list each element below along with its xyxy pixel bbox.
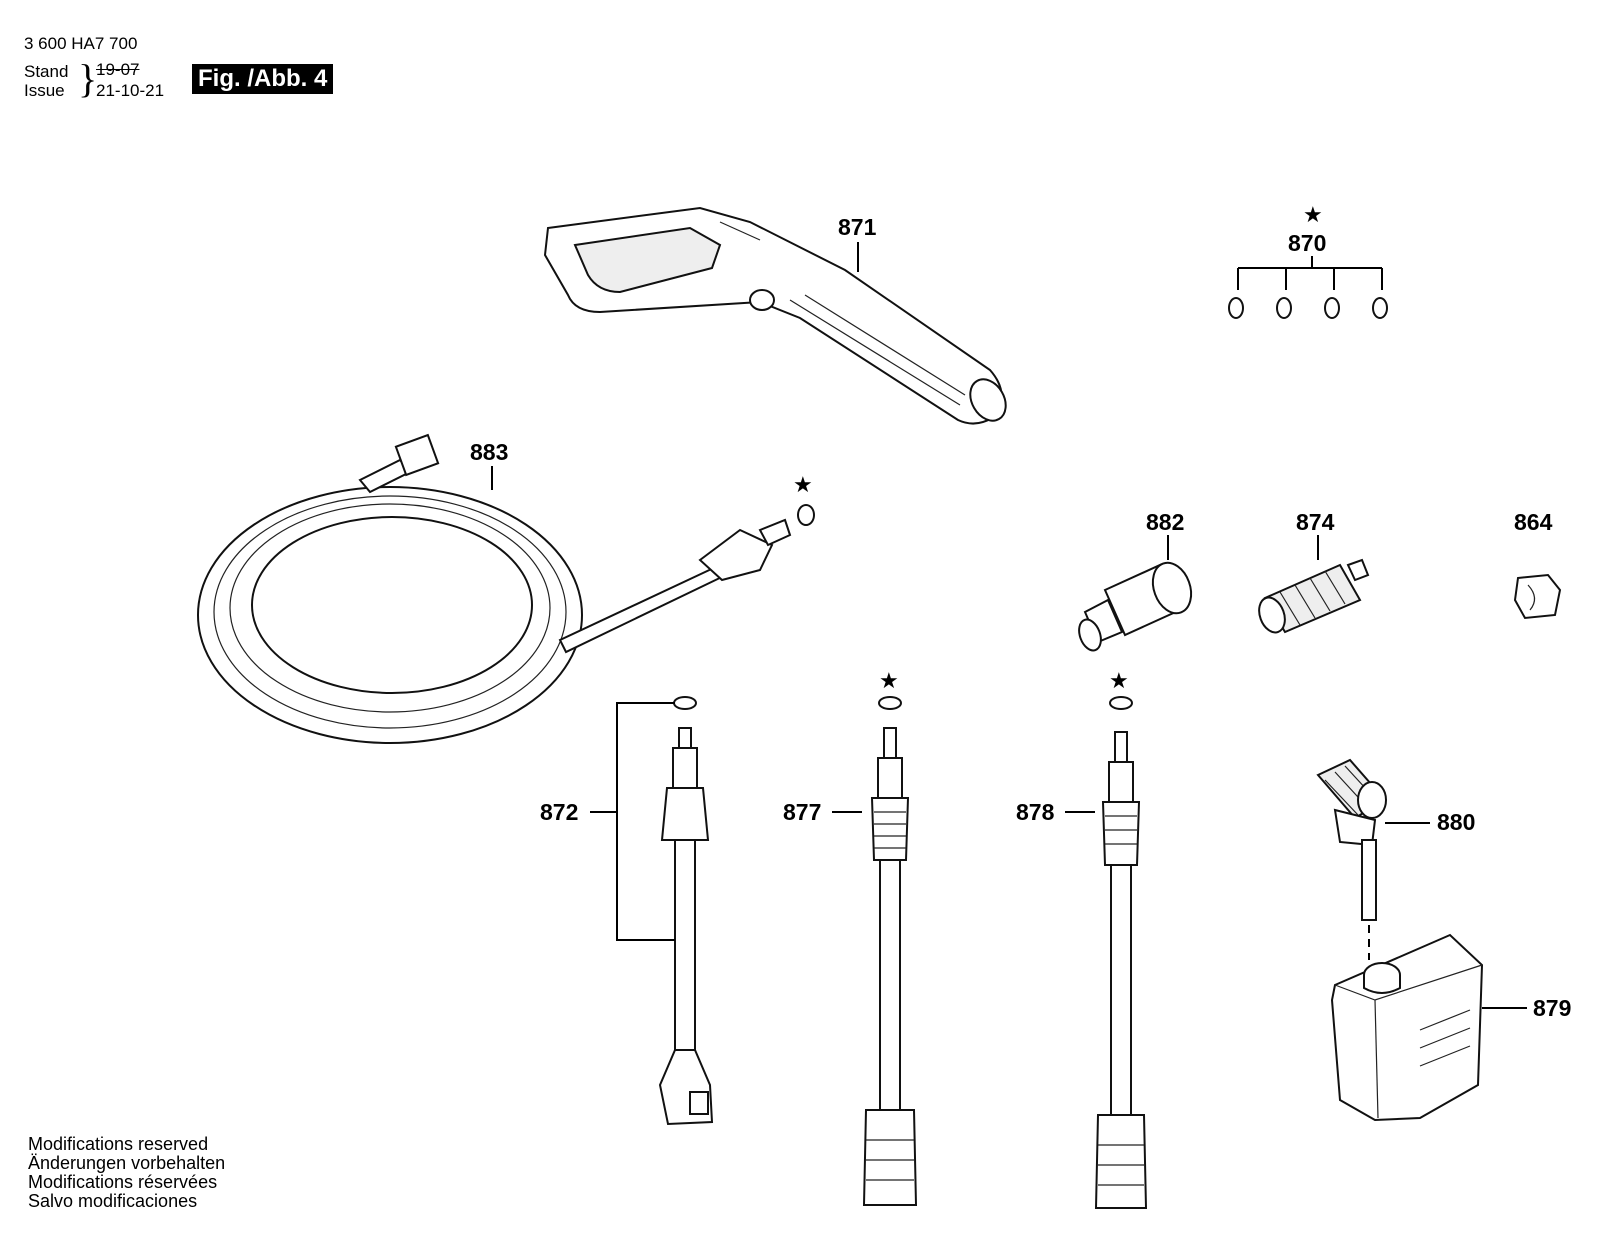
issue-label: Issue bbox=[24, 81, 65, 100]
o-ring-883 bbox=[797, 504, 815, 526]
lance-878 bbox=[1094, 731, 1148, 1209]
issue-date: 21-10-21 bbox=[96, 81, 165, 100]
hose-883 bbox=[197, 433, 792, 744]
lance-877 bbox=[862, 727, 918, 1206]
o-ring-878 bbox=[1109, 696, 1133, 710]
label-882: 882 bbox=[1146, 509, 1184, 535]
label-872: 872 bbox=[540, 799, 578, 825]
o-ring-877 bbox=[878, 696, 902, 710]
detergent-nozzle-880 bbox=[1316, 758, 1387, 921]
label-871: 871 bbox=[838, 214, 877, 240]
stand-label: Stand bbox=[24, 62, 69, 81]
bracket-872 bbox=[616, 702, 675, 941]
label-878: 878 bbox=[1016, 799, 1055, 825]
label-864: 864 bbox=[1514, 509, 1553, 535]
o-ring-872 bbox=[673, 696, 697, 710]
footer-line-fr: Modifications réservées bbox=[28, 1172, 218, 1192]
old-date: 19-07 bbox=[96, 60, 140, 79]
nozzle-874 bbox=[1258, 558, 1370, 634]
label-874: 874 bbox=[1296, 509, 1335, 535]
brace-symbol: } bbox=[78, 56, 98, 101]
footer-line-en: Modifications reserved bbox=[28, 1134, 209, 1154]
document-number: 3 600 HA7 700 bbox=[24, 34, 138, 53]
label-870: 870 bbox=[1288, 230, 1326, 256]
lance-872 bbox=[658, 727, 714, 1126]
clip-864 bbox=[1513, 573, 1562, 620]
footer-line-es: Salvo modificaciones bbox=[28, 1191, 198, 1211]
label-883: 883 bbox=[470, 439, 508, 465]
detergent-tank-879 bbox=[1330, 933, 1484, 1122]
o-rings-870 bbox=[1228, 297, 1388, 319]
spray-gun-871 bbox=[543, 206, 1007, 425]
label-879: 879 bbox=[1533, 995, 1571, 1021]
footer-line-de: Änderungen vorbehalten bbox=[28, 1153, 226, 1173]
label-880: 880 bbox=[1437, 809, 1475, 835]
star-870: ★ bbox=[1303, 203, 1323, 228]
figure-label: Fig. /Abb. 4 bbox=[192, 64, 334, 94]
adapter-882 bbox=[1078, 561, 1193, 652]
star-878: ★ bbox=[1109, 669, 1129, 694]
star-877: ★ bbox=[879, 669, 899, 694]
star-883: ★ bbox=[793, 473, 813, 498]
oring-bracket-870 bbox=[1237, 256, 1383, 290]
label-877: 877 bbox=[783, 799, 821, 825]
